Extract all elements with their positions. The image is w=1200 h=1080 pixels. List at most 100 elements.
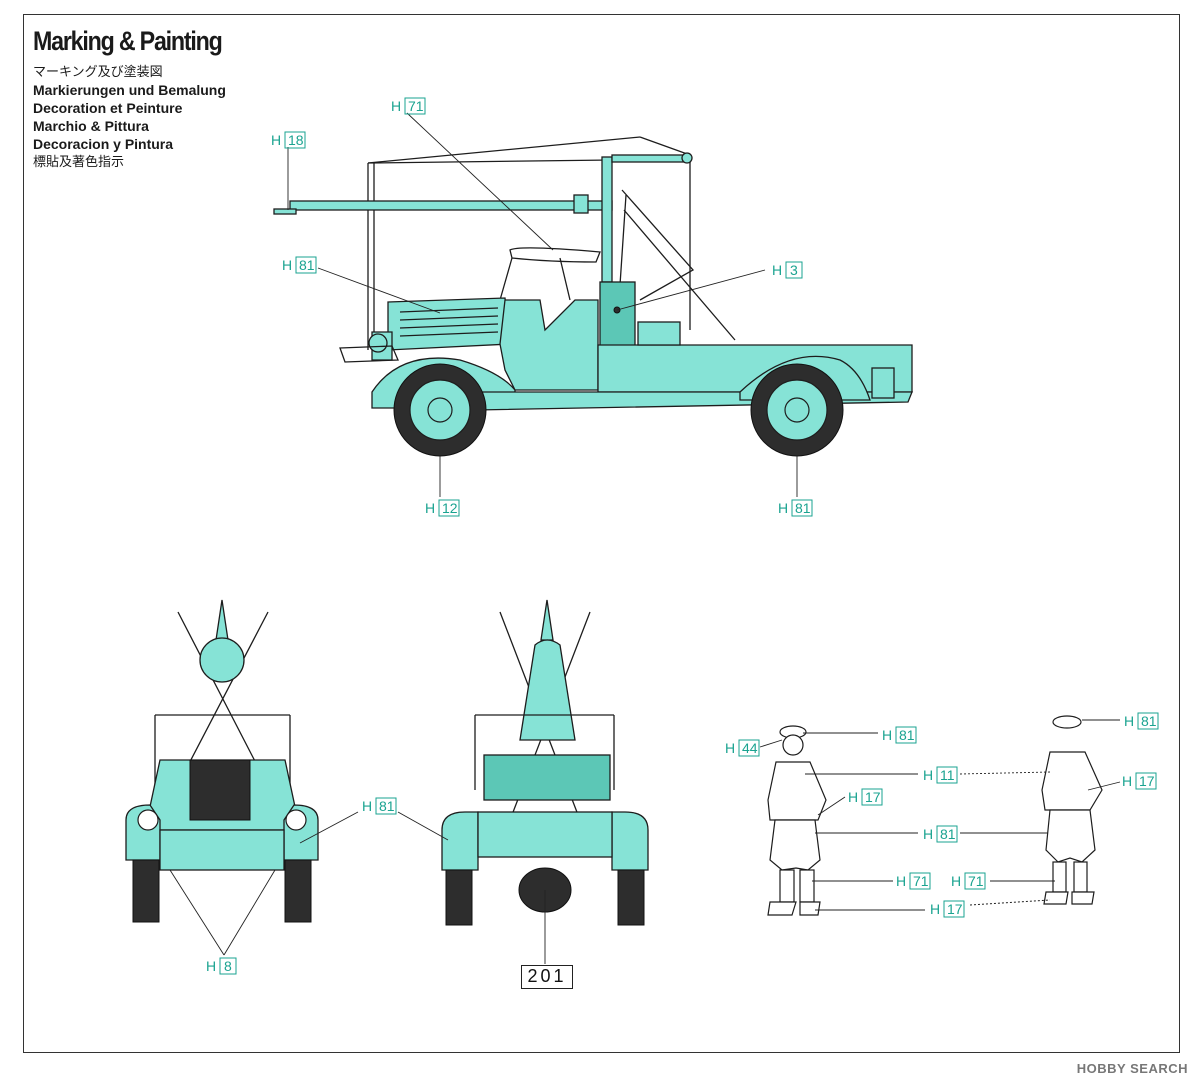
callout-h44: H 44 (725, 739, 760, 757)
svg-text:H: H (772, 262, 782, 278)
front-left-tyre (132, 859, 160, 923)
front-bumper-frame (339, 345, 399, 363)
svg-text:3: 3 (790, 262, 798, 278)
callout-h81-rear-wheel: H 81 (778, 499, 813, 517)
soldier-tunic (767, 761, 827, 821)
callout-h17-left: H 17 (848, 788, 883, 806)
leader-h71-top (406, 112, 554, 251)
svg-text:44: 44 (742, 740, 758, 756)
leader-h81-hood (317, 267, 441, 314)
leader-h81-rear-fender (397, 811, 449, 841)
gun-muzzle (273, 208, 297, 215)
svg-text:71: 71 (968, 873, 984, 889)
rear-cab-back (483, 754, 611, 801)
headless-soldier (1041, 715, 1103, 905)
top-cable-right (639, 136, 691, 156)
callout-h81-front: H 81 (362, 797, 397, 815)
front-wheel (393, 363, 487, 457)
svg-text:12: 12 (442, 500, 458, 516)
svg-text:H: H (923, 826, 933, 842)
svg-text:H: H (778, 500, 788, 516)
svg-text:H: H (930, 901, 940, 917)
soldier-left-puttee (779, 869, 795, 903)
headless-left-puttee (1052, 861, 1067, 893)
rear-right-tyre (617, 869, 645, 926)
rear-gun-body (519, 639, 576, 741)
svg-text:H: H (362, 798, 372, 814)
callout-h12: H 12 (425, 499, 460, 517)
front-right-tyre (284, 859, 312, 923)
callout-h71-puttee-left: H 71 (896, 872, 931, 890)
svg-text:H: H (896, 873, 906, 889)
leader-h11-right (959, 771, 1051, 775)
subtitle-french: Decoration et Peinture (33, 100, 183, 116)
callout-h11: H 11 (923, 766, 958, 784)
front-grille (189, 759, 251, 821)
leader-h17-boots-right (969, 899, 1051, 906)
front-hub-center (427, 397, 453, 423)
svg-text:8: 8 (224, 958, 232, 974)
svg-text:H: H (271, 132, 281, 148)
front-view (125, 599, 319, 923)
svg-text:H: H (391, 98, 401, 114)
canopy-strut (559, 257, 571, 301)
svg-text:H: H (848, 789, 858, 805)
svg-text:H: H (951, 873, 961, 889)
front-right-headlight (285, 809, 307, 831)
rear-left-fender (441, 811, 479, 871)
svg-text:H: H (425, 500, 435, 516)
sheet-border (23, 14, 1180, 1053)
page-title: Marking & Painting (33, 26, 223, 56)
front-finial (215, 599, 229, 641)
callout-h8: H 8 (206, 957, 237, 975)
svg-text:H: H (725, 740, 735, 756)
svg-text:H: H (923, 767, 933, 783)
leader-h81-front (299, 811, 359, 844)
svg-text:81: 81 (379, 798, 395, 814)
decal-number-201: 201 (521, 965, 573, 989)
tool-box (637, 321, 681, 346)
leader-h8-right (223, 869, 276, 956)
rear-diagonal (623, 209, 736, 341)
callout-h3: H 3 (772, 261, 803, 279)
watermark: HOBBY SEARCH (1076, 1061, 1188, 1076)
canopy (509, 247, 601, 263)
rear-hub-center (784, 397, 810, 423)
rear-right-fender (611, 811, 649, 871)
rear-tailgate (477, 811, 613, 858)
svg-text:17: 17 (1139, 773, 1155, 789)
hood-louvres (399, 307, 499, 337)
leader-h17-left (817, 796, 846, 816)
subtitle-japanese: マーキング及び塗装図 (33, 64, 163, 79)
windscreen-frame (499, 257, 513, 301)
svg-text:71: 71 (408, 98, 424, 114)
callout-h81-trousers: H 81 (923, 825, 958, 843)
callout-h17-boots: H 17 (930, 900, 965, 918)
rear-view (441, 599, 649, 926)
leader-h3 (616, 269, 766, 311)
svg-text:11: 11 (940, 767, 955, 783)
svg-text:H: H (882, 727, 892, 743)
callout-h18: H 18 (271, 131, 306, 149)
subtitle-german: Markierungen und Bemalung (33, 82, 226, 98)
front-lower-body (159, 829, 285, 871)
headlight-side (368, 333, 388, 353)
callout-h81-cap-right: H 81 (1124, 712, 1159, 730)
svg-text:71: 71 (913, 873, 929, 889)
callout-h17-right: H 17 (1122, 772, 1157, 790)
leader-h8-left (169, 869, 225, 956)
rear-left-tyre (445, 869, 473, 926)
soldier-right-puttee (799, 869, 815, 903)
svg-text:81: 81 (940, 826, 956, 842)
soldier-trousers (769, 819, 821, 871)
standing-soldier (767, 725, 827, 916)
svg-text:H: H (1122, 773, 1132, 789)
boom-cable (367, 136, 641, 164)
subtitle-chinese: 標貼及著色指示 (33, 154, 125, 169)
headless-boots (1043, 891, 1095, 905)
rear-finial (540, 599, 554, 641)
callout-h71-top: H 71 (391, 97, 426, 115)
callout-h81-cap-left: H 81 (882, 726, 917, 744)
soldier-head (782, 734, 804, 756)
